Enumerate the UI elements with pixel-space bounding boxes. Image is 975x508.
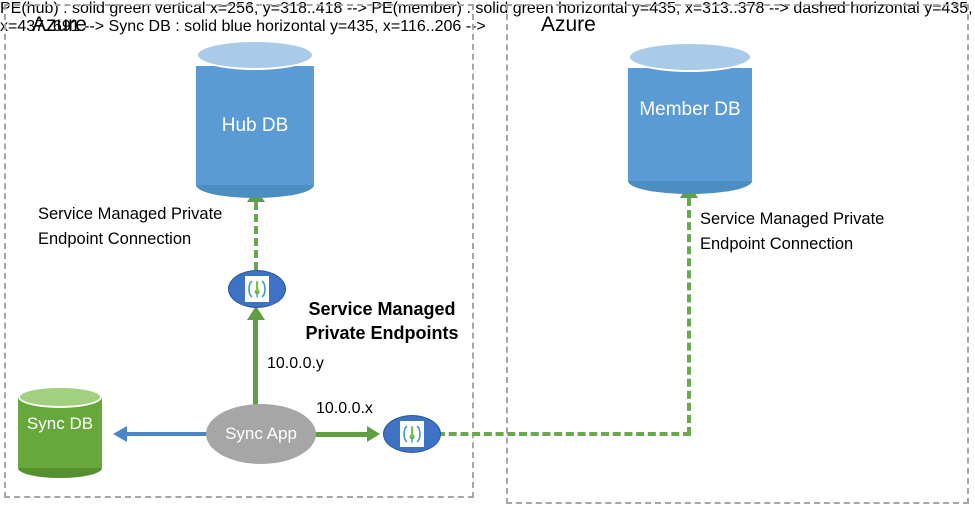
connector-syncapp-to-syncdb-arrowhead xyxy=(113,426,127,442)
connector-syncapp-to-pe-hub xyxy=(253,318,258,422)
sync-app-node[interactable]: Sync App xyxy=(206,404,316,464)
connector-member-dashed-horizontal xyxy=(437,432,691,436)
sync-app-label: Sync App xyxy=(225,424,297,443)
private-endpoint-member[interactable] xyxy=(383,415,441,453)
connector-syncapp-to-pe-member-arrowhead xyxy=(367,426,380,442)
member-db-top xyxy=(628,42,752,72)
member-db-body xyxy=(628,68,752,181)
ip-label-member: 10.0.0.x xyxy=(316,400,373,417)
connector-hub-db-dashed xyxy=(254,202,258,270)
member-db-node[interactable]: Member DB xyxy=(628,42,752,194)
service-managed-private-endpoints-title: Service Managed Private Endpoints xyxy=(305,299,459,343)
azure-label-right: Azure xyxy=(541,13,596,36)
sync-db-body xyxy=(18,397,102,468)
private-link-icon xyxy=(245,276,269,302)
connector-syncapp-to-syncdb xyxy=(127,432,209,436)
private-endpoint-hub[interactable] xyxy=(228,270,286,308)
hub-connection-label: Service Managed Private Endpoint Connect… xyxy=(38,205,223,248)
connector-syncapp-to-pe-hub-arrowhead xyxy=(247,306,265,320)
member-connection-label: Service Managed Private Endpoint Connect… xyxy=(700,210,885,253)
azure-label-left: Azure xyxy=(32,13,87,36)
hub-db-top xyxy=(196,40,314,70)
member-db-label: Member DB xyxy=(639,99,741,120)
sync-db-label: Sync DB xyxy=(26,414,94,433)
azure-boundary-right xyxy=(506,4,969,504)
hub-db-node[interactable]: Hub DB xyxy=(196,40,314,198)
connector-member-dashed-vertical xyxy=(687,198,691,435)
hub-db-body xyxy=(196,66,314,185)
sync-db-node[interactable]: Sync DB xyxy=(18,386,102,478)
hub-db-label: Hub DB xyxy=(221,115,289,136)
ip-label-hub: 10.0.0.y xyxy=(267,355,324,372)
sync-db-top xyxy=(18,386,102,408)
azure-boundary-left xyxy=(4,4,474,498)
private-link-icon xyxy=(400,421,424,447)
connector-syncapp-to-pe-member xyxy=(313,432,371,437)
